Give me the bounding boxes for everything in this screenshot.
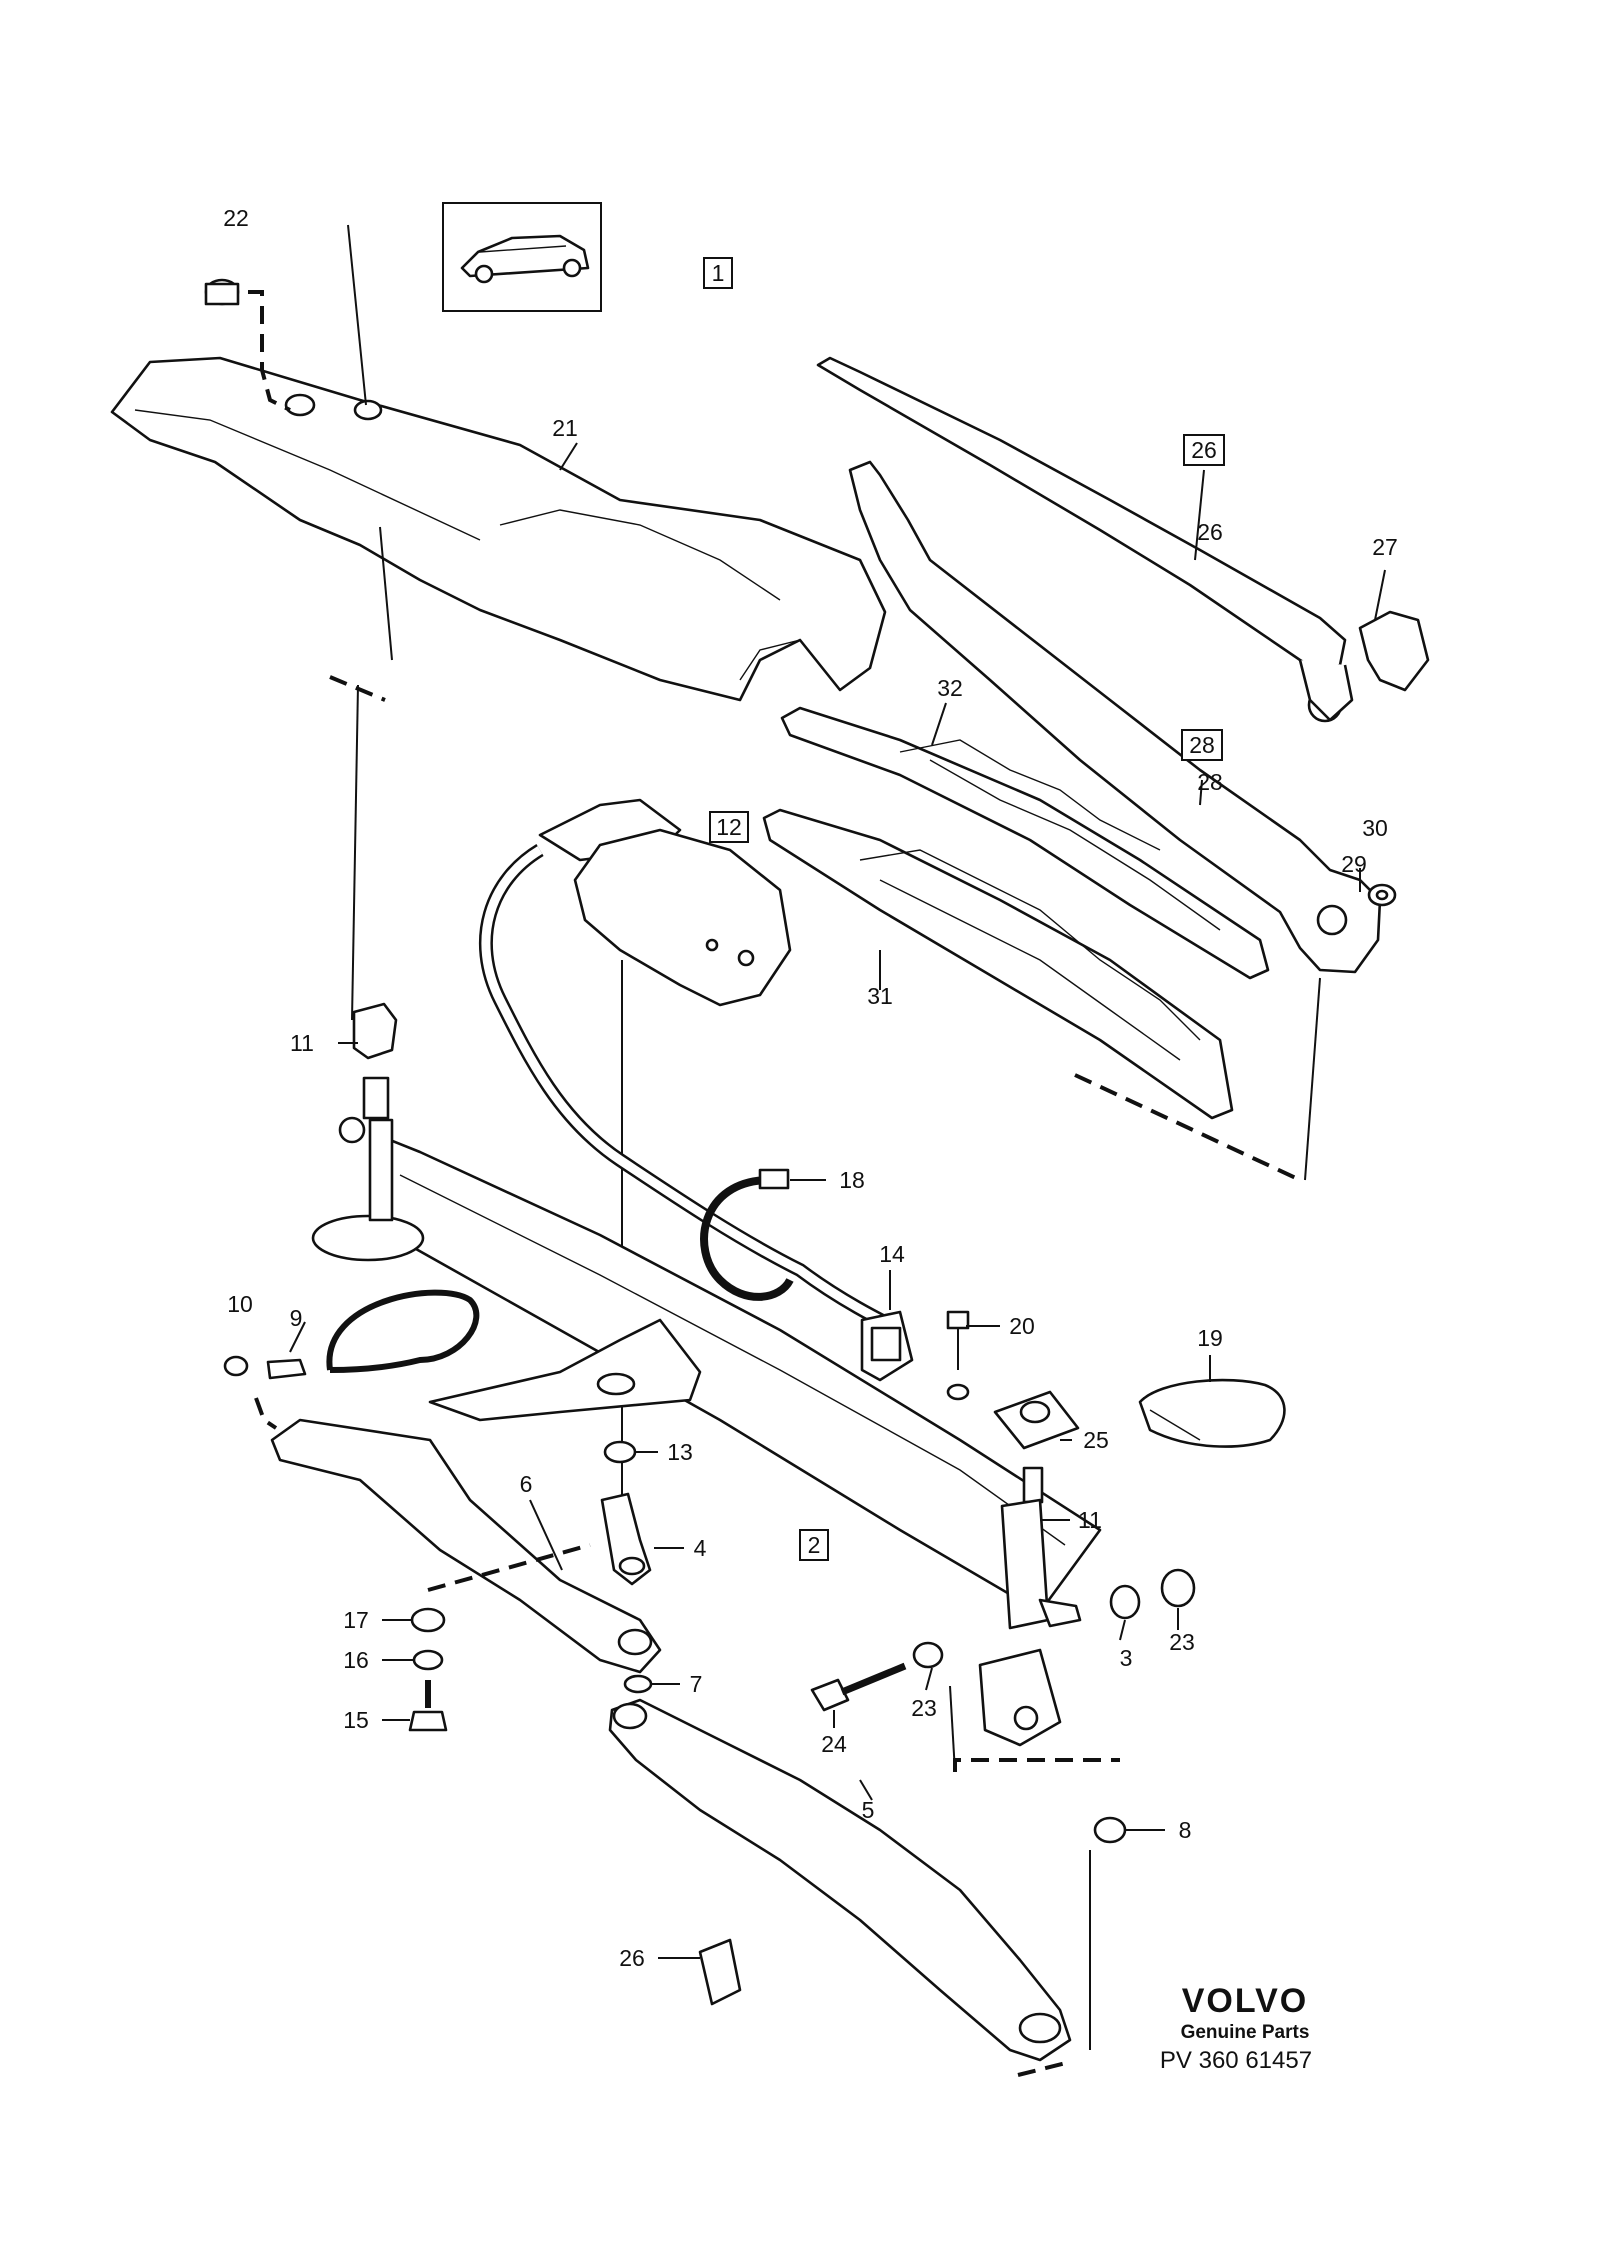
callout-22: 22	[223, 205, 249, 231]
callout-23-left: 23	[911, 1695, 937, 1721]
connector-part	[860, 1310, 914, 1382]
screw-part-20	[946, 1310, 970, 1401]
svg-text:2: 2	[808, 1532, 821, 1558]
callout-23-right: 23	[1169, 1629, 1195, 1655]
callout-25: 25	[1083, 1427, 1109, 1453]
cable-tie-part	[700, 1168, 794, 1301]
svg-text:28: 28	[1189, 732, 1215, 758]
part-number: PV 360 61457	[1160, 2047, 1312, 2074]
callout-11-right: 11	[1078, 1507, 1102, 1533]
clip-part-26	[698, 1938, 742, 2006]
wiper-blade-32	[780, 706, 1270, 980]
bushing-part-23-right	[1160, 1568, 1196, 1608]
callout-32: 32	[937, 675, 963, 701]
callout-8: 8	[1179, 1817, 1192, 1843]
callout-28-label: 28	[1197, 769, 1223, 795]
callout-24: 24	[821, 1731, 847, 1757]
washer-part-13	[603, 1440, 637, 1464]
callout-3: 3	[1120, 1645, 1133, 1671]
bushing-part-23-left	[912, 1641, 944, 1669]
callout-15: 15	[343, 1707, 369, 1733]
wiper-blade-31	[762, 808, 1234, 1120]
boxed-callout-28: 28	[1181, 729, 1223, 761]
link-rod-5	[608, 1698, 1072, 2062]
vehicle-reference-illustration	[442, 202, 602, 312]
boxed-callout-12: 12	[709, 811, 749, 843]
callout-16: 16	[343, 1647, 369, 1673]
callout-17: 17	[343, 1607, 369, 1633]
spindle-right-part	[978, 1390, 1082, 1747]
callout-5: 5	[862, 1797, 875, 1823]
boxed-callout-26: 26	[1183, 434, 1225, 466]
callout-31: 31	[867, 983, 893, 1009]
callout-26-clip: 26	[619, 1945, 645, 1971]
bushing-part-17	[410, 1607, 446, 1633]
boxed-callout-1: 1	[703, 257, 733, 289]
callout-9: 9	[290, 1305, 303, 1331]
svg-text:12: 12	[716, 814, 742, 840]
callout-27: 27	[1372, 534, 1398, 560]
callout-14: 14	[879, 1241, 905, 1267]
callout-21: 21	[552, 415, 578, 441]
callout-13: 13	[667, 1439, 693, 1465]
bracket-part	[428, 1318, 702, 1422]
wiper-motor-part	[538, 798, 792, 1550]
bushing-part-3	[1109, 1584, 1141, 1620]
callout-6: 6	[520, 1471, 533, 1497]
callout-7: 7	[690, 1671, 703, 1697]
brand-logo: VOLVO	[1182, 1982, 1309, 2020]
callout-20: 20	[1009, 1313, 1035, 1339]
bracket-part-4	[600, 1492, 652, 1586]
callout-26-label: 26	[1197, 519, 1223, 545]
wiper-arm-28	[848, 460, 1382, 974]
tagline: Genuine Parts	[1181, 2022, 1310, 2043]
link-rod-6	[270, 1418, 662, 1674]
wiper-arm-26	[816, 356, 1354, 723]
callout-leader-lines	[289, 442, 1386, 1959]
washer-part-7	[623, 1674, 653, 1694]
bolt-part-24	[810, 1662, 907, 1712]
cover-part-27	[1358, 610, 1430, 692]
svg-text:1: 1	[712, 260, 725, 286]
assembly-guide-lines	[248, 290, 1321, 2077]
boxed-callout-2: 2	[799, 1529, 829, 1561]
cap-part	[204, 278, 240, 306]
grease-bag-part	[1138, 1378, 1286, 1448]
callout-29: 29	[1341, 851, 1367, 877]
nut-part-8	[1093, 1816, 1127, 1844]
callout-30: 30	[1362, 815, 1388, 841]
callout-labels: 22 21 26 27 32 28 30 29 12 31 11 18 14 2…	[223, 205, 1398, 1971]
footer-branding: VOLVO Genuine Parts PV 360 61457	[1160, 1982, 1312, 2074]
callout-10: 10	[227, 1291, 253, 1317]
callout-18: 18	[839, 1167, 865, 1193]
callout-19: 19	[1197, 1325, 1223, 1351]
cowl-cover-part	[110, 224, 887, 702]
cable-harness-part	[479, 844, 904, 1337]
spindle-left-part	[311, 1002, 425, 1262]
nut-part-30	[1367, 883, 1397, 907]
callout-4: 4	[694, 1535, 707, 1561]
bolt-part-15	[408, 1680, 448, 1732]
ground-wire-part	[223, 1289, 480, 1380]
callout-11-left: 11	[290, 1030, 314, 1056]
svg-text:26: 26	[1191, 437, 1217, 463]
bushing-part-16	[412, 1649, 444, 1671]
